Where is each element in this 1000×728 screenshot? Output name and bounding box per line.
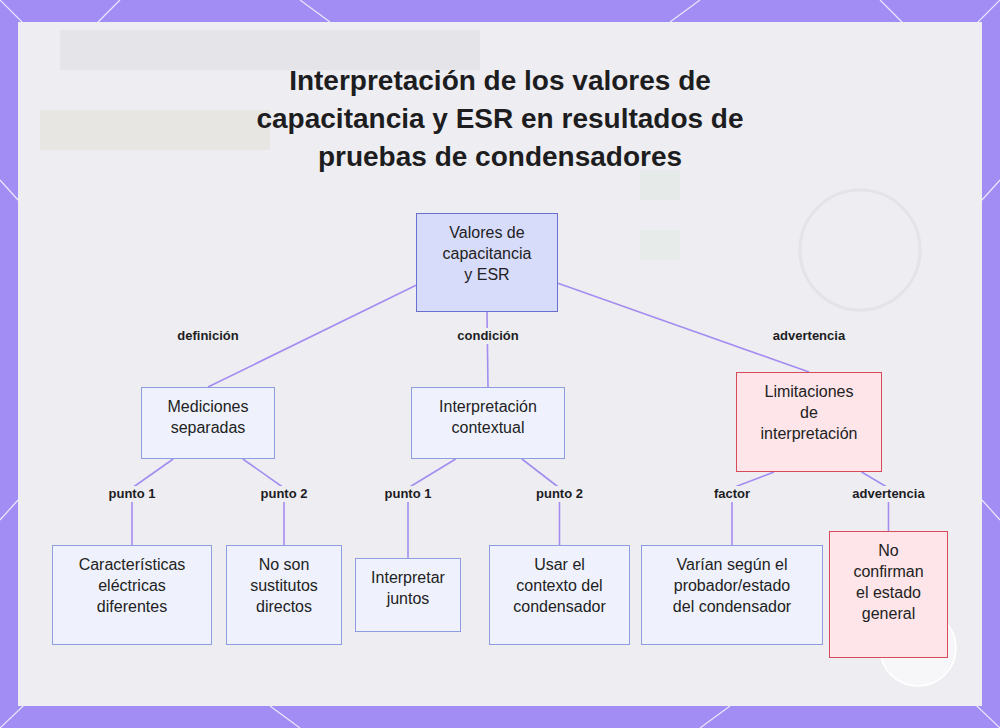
concept-box: Varían según el probador/estado del cond…: [641, 545, 823, 645]
concept-box: Mediciones separadas: [141, 387, 275, 459]
connector-line: [732, 472, 774, 545]
connector-line: [487, 312, 488, 387]
box-text: Interpretar juntos: [361, 567, 456, 609]
connector-line: [522, 459, 560, 545]
edge-label: factor: [711, 486, 753, 502]
box-text: No son sustitutos directos: [239, 554, 329, 617]
edge-label: punto 1: [106, 486, 159, 502]
concept-box: Interpretación contextual: [411, 387, 565, 459]
diagram-title: Interpretación de los valores de capacit…: [210, 62, 790, 176]
box-text: Características eléctricas diferentes: [67, 554, 197, 617]
box-text: Limitaciones de interpretación: [759, 381, 859, 444]
edge-label: punto 2: [533, 486, 586, 502]
box-text: Valores de capacitancia y ESR: [439, 222, 535, 285]
concept-box: Interpretar juntos: [355, 558, 461, 632]
edge-label: definición: [174, 328, 241, 344]
edge-label: advertencia: [770, 328, 848, 344]
box-text: Interpretación contextual: [423, 396, 553, 438]
warning-box: No confirman el estado general: [829, 531, 948, 658]
concept-box: Características eléctricas diferentes: [52, 545, 212, 645]
concept-box: Usar el contexto del condensador: [489, 545, 630, 645]
edge-label: punto 1: [382, 486, 435, 502]
box-text: No confirman el estado general: [849, 540, 929, 624]
root-box: Valores de capacitancia y ESR: [416, 213, 558, 312]
concept-box: No son sustitutos directos: [226, 545, 342, 645]
edge-label: punto 2: [258, 486, 311, 502]
warning-box: Limitaciones de interpretación: [736, 372, 882, 472]
connector-line: [408, 459, 456, 558]
edge-label: advertencia: [849, 486, 927, 502]
connector-line: [243, 459, 284, 545]
edge-label: condición: [454, 328, 521, 344]
box-text: Mediciones separadas: [148, 396, 268, 438]
connector-line: [132, 459, 173, 545]
box-text: Varían según el probador/estado del cond…: [667, 554, 797, 617]
box-text: Usar el contexto del condensador: [510, 554, 610, 617]
